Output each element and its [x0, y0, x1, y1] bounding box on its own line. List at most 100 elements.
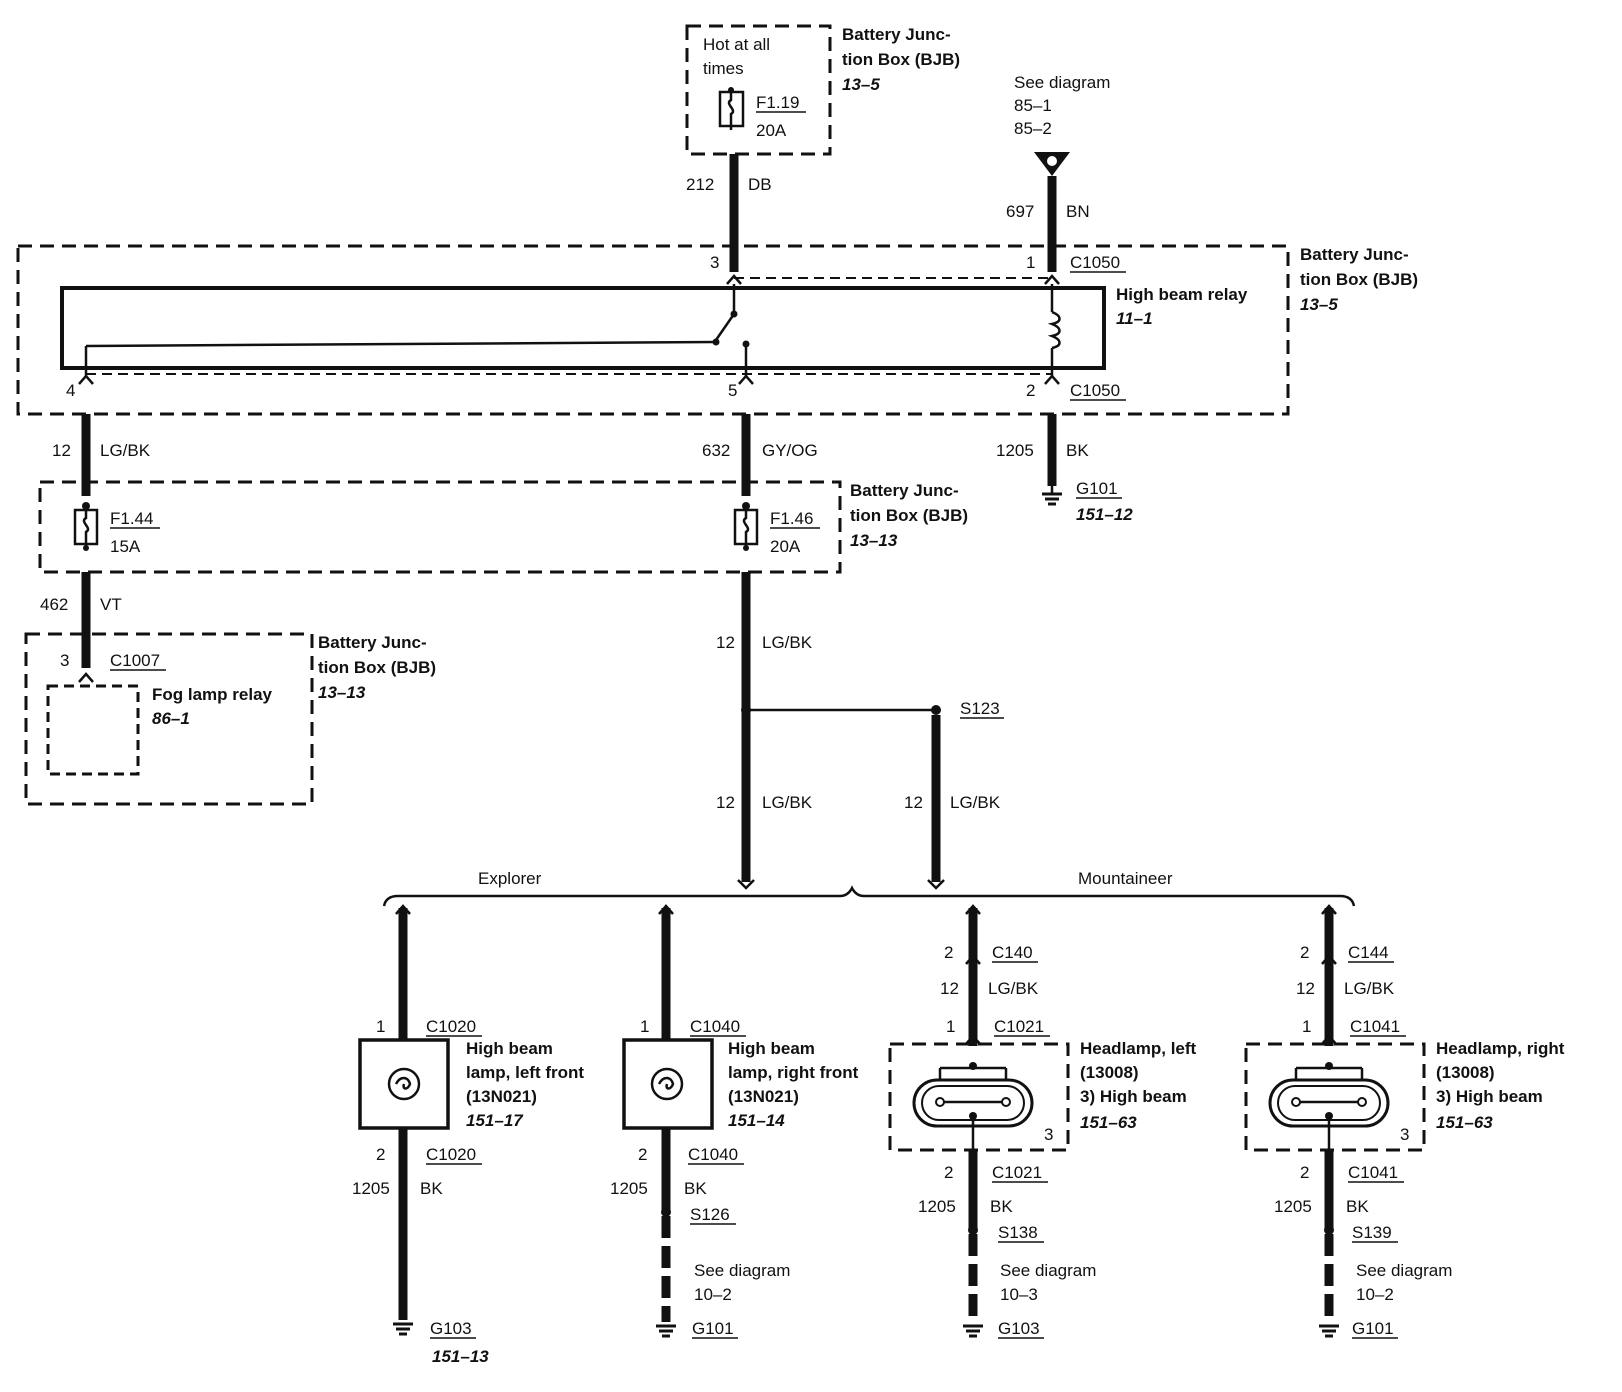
wire-212-circuit: 212	[686, 175, 714, 194]
lamp3-wire-circuit: 12	[940, 979, 959, 998]
lamp1-name-3: (13N021)	[466, 1087, 537, 1106]
wire-12-left-color: LG/BK	[100, 441, 151, 460]
fog-box-title-2: tion Box (BJB)	[318, 658, 436, 677]
lamp1-body	[358, 1038, 450, 1130]
lamp4-conn-in: C144	[1348, 943, 1389, 962]
wire-697-color: BN	[1066, 202, 1090, 221]
hot-label-line2: times	[703, 59, 744, 78]
lamp-high-beam-right-front: 1 C1040 High beam lamp, right front (13N…	[610, 904, 859, 1339]
lamp4-pin-side: 3	[1400, 1125, 1409, 1144]
pin-5-label: 5	[728, 381, 737, 400]
lamp1-wire-circuit: 1205	[352, 1179, 390, 1198]
bjb-fuses-ref: 13–13	[850, 531, 898, 550]
lamp2-ground-id: G101	[692, 1319, 734, 1338]
fog-relay-name: Fog lamp relay	[152, 685, 273, 704]
lamp3-name-2: (13008)	[1080, 1063, 1139, 1082]
fog-relay-ref: 86–1	[152, 709, 190, 728]
lamp4-pin-bot: 2	[1300, 1163, 1309, 1182]
wire-12-a-circuit: 12	[716, 793, 735, 812]
fog-box-ref: 13–13	[318, 683, 366, 702]
fog-conn-label: C1007	[110, 651, 160, 670]
lamp4-name-1: Headlamp, right	[1436, 1039, 1565, 1058]
wire-212-color: DB	[748, 175, 772, 194]
lamp2-pin-top: 1	[640, 1017, 649, 1036]
lamp4-wire-color: LG/BK	[1344, 979, 1395, 998]
pin-4-label: 4	[66, 381, 75, 400]
lamp4-name-3: 3) High beam	[1436, 1087, 1543, 1106]
lamp3-ground-id: G103	[998, 1319, 1040, 1338]
wire-462-circuit: 462	[40, 595, 68, 614]
lamp2-pin-bot: 2	[638, 1145, 647, 1164]
top-box-title-1: Battery Junc-	[842, 25, 951, 44]
lamp4-pin-top: 1	[1302, 1017, 1311, 1036]
wire-12-b-circuit: 12	[904, 793, 923, 812]
lamp2-conn-bot: C1040	[688, 1145, 738, 1164]
lamp3-see-2: 10–3	[1000, 1285, 1038, 1304]
see-diagram-top-2: 85–1	[1014, 96, 1052, 115]
conn-c1050-top: C1050	[1070, 253, 1120, 272]
ground-g101-top-id: G101	[1076, 479, 1118, 498]
lamp3-conn-top: C1021	[994, 1017, 1044, 1036]
lamp2-name-3: (13N021)	[728, 1087, 799, 1106]
fog-pin-label: 3	[60, 651, 69, 670]
lamp4-name-2: (13008)	[1436, 1063, 1495, 1082]
ground-g101-top-icon	[1042, 486, 1062, 506]
lamp3-pin-bot: 2	[944, 1163, 953, 1182]
top-fuse-box: Hot at all times F1.19 20A Battery Junc-…	[685, 24, 960, 156]
wire-12-left-circuit: 12	[52, 441, 71, 460]
lamp2-ref: 151–14	[728, 1111, 785, 1130]
lamp2-splice: S126	[690, 1205, 730, 1224]
fuse-f1-19-id: F1.19	[756, 93, 799, 112]
conn-c1050-bottom: C1050	[1070, 381, 1120, 400]
lamp4-splice: S139	[1352, 1223, 1392, 1242]
ground-g101-top-ref: 151–12	[1076, 505, 1133, 524]
lamp3-conn-in: C140	[992, 943, 1033, 962]
bjb-fuses-title-2: tion Box (BJB)	[850, 506, 968, 525]
fog-box-title-1: Battery Junc-	[318, 633, 427, 652]
lamp4-conn-bot: C1041	[1348, 1163, 1398, 1182]
pin-2-label: 2	[1026, 381, 1035, 400]
bjb-main-title-1: Battery Junc-	[1300, 245, 1409, 264]
wire-12-b-color: LG/BK	[950, 793, 1001, 812]
fuse-f1-46-id: F1.46	[770, 509, 813, 528]
lamp1-ground-id: G103	[430, 1319, 472, 1338]
lamp4-ref: 151–63	[1436, 1113, 1493, 1132]
see-diagram-top-3: 85–2	[1014, 119, 1052, 138]
splice-s123-label: S123	[960, 699, 1000, 718]
wire-462-color: VT	[100, 595, 122, 614]
lamp3-see-1: See diagram	[1000, 1261, 1096, 1280]
wire-632-color: GY/OG	[762, 441, 818, 460]
wire-632-circuit: 632	[702, 441, 730, 460]
lamp4-see-2: 10–2	[1356, 1285, 1394, 1304]
lamp3-name-3: 3) High beam	[1080, 1087, 1187, 1106]
lamp4-ground-id: G101	[1352, 1319, 1394, 1338]
lamp3-splice: S138	[998, 1223, 1038, 1242]
fuse-f1-46-rating: 20A	[770, 537, 801, 556]
lamp1-ref: 151–17	[466, 1111, 524, 1130]
wire-1205-top-circuit: 1205	[996, 441, 1034, 460]
relay-name: High beam relay	[1116, 285, 1248, 304]
lamp2-conn-top: C1040	[690, 1017, 740, 1036]
lamp4-conn-top: C1041	[1350, 1017, 1400, 1036]
lamp1-ground-ref: 151–13	[432, 1347, 489, 1366]
lamp3-pin-side: 3	[1044, 1125, 1053, 1144]
bjb-main-box: 3 1 C1050 High beam relay 11–1 Battery J…	[16, 244, 1418, 416]
lamp-headlamp-left: 2 C140 12 LG/BK 1 C1021 3 Headlamp, left…	[888, 904, 1197, 1339]
lamp-headlamp-right: 2 C144 12 LG/BK 1 C1041 3 Headlamp, righ…	[1244, 904, 1565, 1339]
lamp3-name-1: Headlamp, left	[1080, 1039, 1197, 1058]
fuse-f1-44-rating: 15A	[110, 537, 141, 556]
lamp1-pin-top: 1	[376, 1017, 385, 1036]
brace-mountaineer-label: Mountaineer	[1078, 869, 1173, 888]
high-beam-relay	[60, 286, 1106, 370]
top-box-title-2: tion Box (BJB)	[842, 50, 960, 69]
wire-12-mid-color: LG/BK	[762, 633, 813, 652]
lamp2-see-1: See diagram	[694, 1261, 790, 1280]
lamp4-wire-circuit: 12	[1296, 979, 1315, 998]
bjb-main-ref: 13–5	[1300, 295, 1338, 314]
lamp4-gnd-color: BK	[1346, 1197, 1369, 1216]
bjb-fuses-title-1: Battery Junc-	[850, 481, 959, 500]
fuse-f1-19-rating: 20A	[756, 121, 787, 140]
lamp3-ground-icon	[963, 1324, 983, 1338]
lamp4-see-1: See diagram	[1356, 1261, 1452, 1280]
